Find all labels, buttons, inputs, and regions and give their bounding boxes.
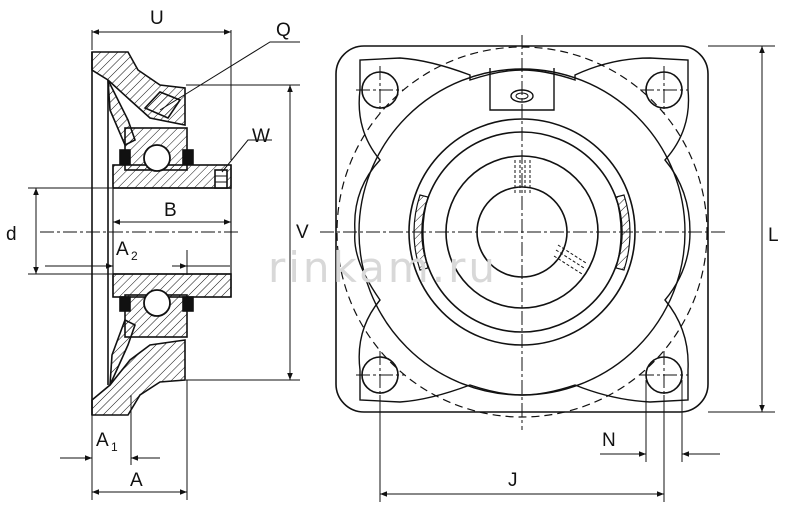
inner-ring-lower [112, 273, 232, 298]
label-A1-sub: 1 [111, 440, 118, 454]
label-A1: A [96, 430, 109, 451]
set-screw-hidden [514, 160, 531, 195]
leader-W [221, 139, 272, 173]
label-Q: Q [276, 20, 291, 41]
seal-upper-left [119, 149, 131, 165]
label-A: A [130, 470, 143, 491]
set-screw-hidden-2 [553, 244, 587, 275]
label-A2-sub: 2 [131, 249, 138, 263]
label-U: U [150, 8, 164, 29]
dimension-labels: U Q W B d A 2 V A 1 A L N J [6, 8, 779, 491]
centerlines-front [320, 35, 725, 430]
housing-lower-section [91, 339, 186, 416]
label-J: J [508, 470, 518, 491]
label-N: N [602, 430, 616, 451]
section-view [91, 51, 232, 416]
label-B: B [164, 200, 177, 221]
label-W: W [252, 126, 270, 147]
label-L: L [768, 225, 779, 246]
seal-lower-right [182, 296, 194, 312]
seal-upper-right [182, 149, 194, 165]
grease-nipple [143, 91, 182, 120]
leader-Q [159, 41, 300, 111]
boss-outline [354, 57, 691, 403]
dimensions-right [379, 45, 775, 502]
seal-lower-left [119, 296, 131, 312]
ball-lower [143, 289, 171, 317]
label-A2: A [116, 239, 129, 260]
inner-ring-upper [112, 164, 232, 189]
set-screw [214, 169, 228, 189]
ball-upper [143, 144, 171, 172]
label-d: d [6, 224, 17, 245]
watermark: rinkam.ru [268, 243, 498, 292]
dimensions-left [28, 29, 300, 500]
label-V: V [296, 222, 309, 243]
